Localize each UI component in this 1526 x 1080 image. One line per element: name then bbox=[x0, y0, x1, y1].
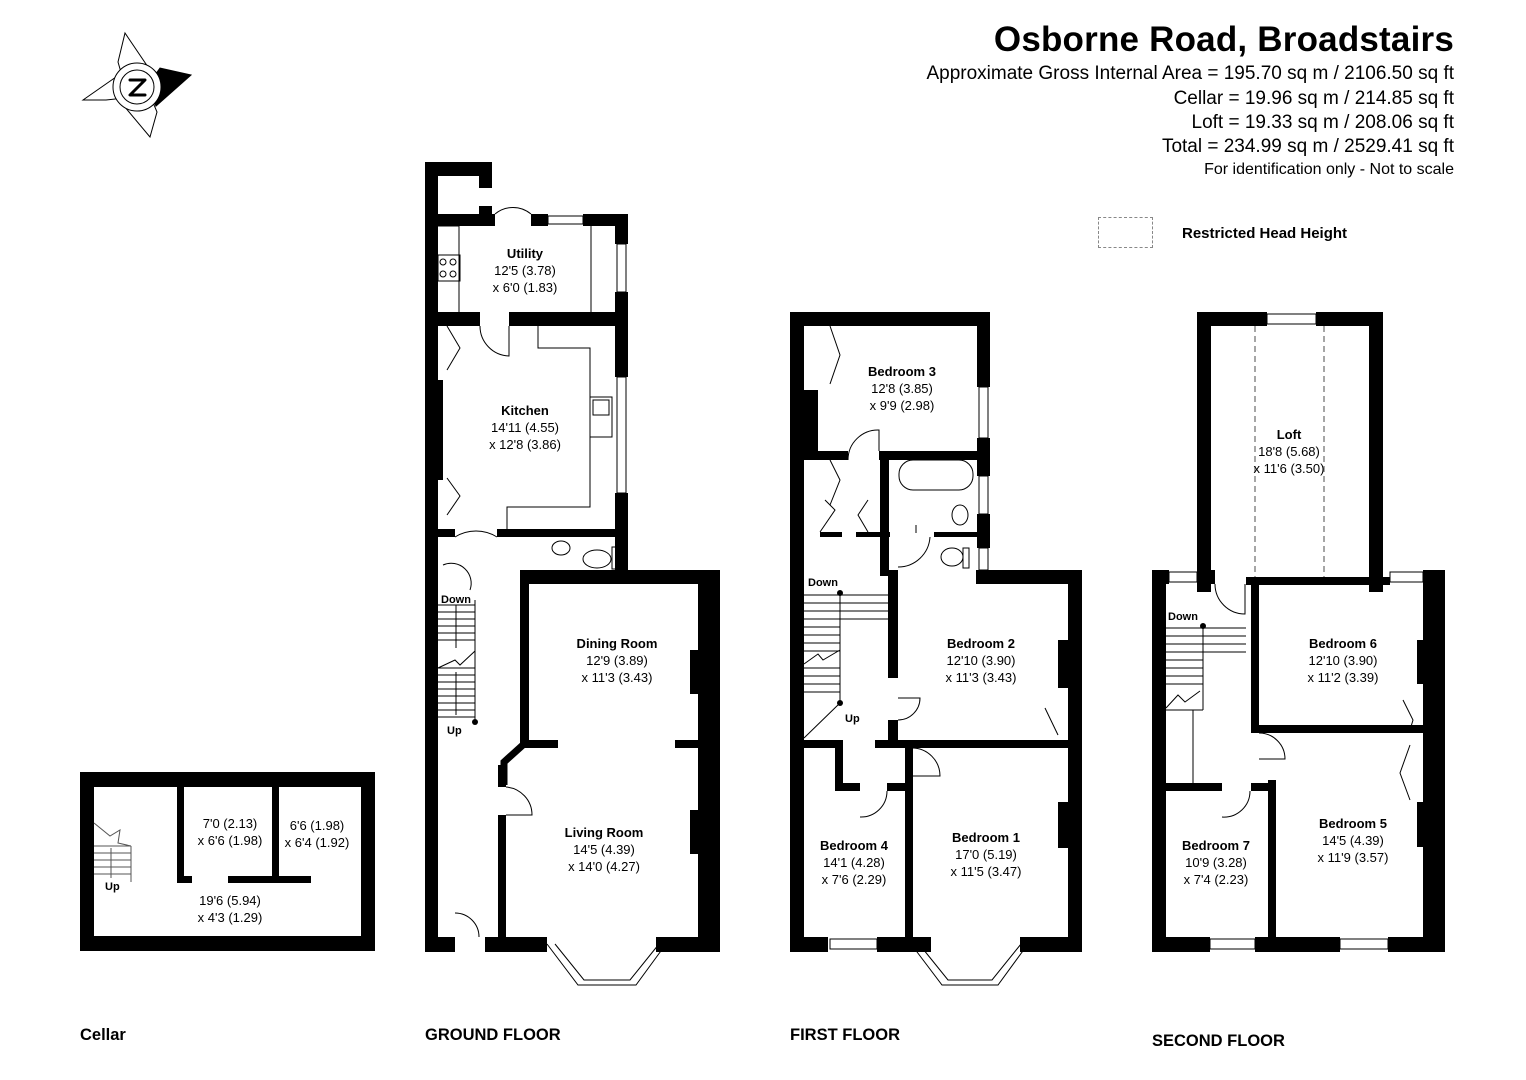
legend-label: Restricted Head Height bbox=[1182, 225, 1348, 242]
room-dim-1: 14'11 (4.55) bbox=[490, 420, 560, 435]
room-dim-2: x 11'3 (3.43) bbox=[581, 670, 653, 685]
gross-internal-area: Approximate Gross Internal Area = 195.70… bbox=[926, 63, 1454, 84]
room-dim-2: x 7'6 (2.29) bbox=[821, 872, 887, 887]
room-name: Bedroom 3 bbox=[868, 364, 936, 379]
cellar-room-1: 7'0 (2.13) x 6'6 (1.98) bbox=[198, 815, 263, 849]
room-name: Loft bbox=[1276, 427, 1302, 442]
room-dim-1: 18'8 (5.68) bbox=[1258, 444, 1320, 459]
room-dim-1: 19'6 (5.94) bbox=[199, 893, 261, 908]
room-loft: Loft 18'8 (5.68) x 11'6 (3.50) bbox=[1254, 426, 1325, 477]
room-dim-2: x 11'5 (3.47) bbox=[950, 864, 1022, 879]
room-utility: Utility 12'5 (3.78) x 6'0 (1.83) bbox=[493, 245, 558, 296]
cellar-room-3: 19'6 (5.94) x 4'3 (1.29) bbox=[198, 892, 263, 926]
room-dim-1: 12'9 (3.89) bbox=[586, 653, 648, 668]
room-name: Bedroom 7 bbox=[1182, 838, 1250, 853]
room-name: Bedroom 1 bbox=[952, 830, 1020, 845]
room-dim-1: 14'1 (4.28) bbox=[823, 855, 885, 870]
room-name: Bedroom 2 bbox=[947, 636, 1015, 651]
room-dim-2: x 12'8 (3.86) bbox=[489, 437, 561, 452]
ground-stairs-up-label: Up bbox=[447, 725, 462, 737]
room-dim-2: x 9'9 (2.98) bbox=[869, 398, 935, 413]
scale-disclaimer: For identification only - Not to scale bbox=[1204, 161, 1454, 178]
room-dim-2: x 14'0 (4.27) bbox=[568, 859, 640, 874]
restricted-head-height-lines bbox=[1254, 326, 1325, 577]
room-dim-1: 12'8 (3.85) bbox=[871, 381, 933, 396]
property-title: Osborne Road, Broadstairs bbox=[993, 20, 1454, 59]
cellar-area: Cellar = 19.96 sq m / 214.85 sq ft bbox=[1173, 88, 1454, 109]
room-dim-2: x 11'3 (3.43) bbox=[945, 670, 1017, 685]
room-dim-1: 6'6 (1.98) bbox=[289, 818, 345, 833]
room-name: Kitchen bbox=[501, 403, 549, 418]
room-name: Bedroom 5 bbox=[1319, 816, 1387, 831]
room-living-room: Living Room 14'5 (4.39) x 14'0 (4.27) bbox=[565, 824, 644, 875]
cellar-stairs bbox=[93, 822, 132, 882]
room-dim-1: 14'5 (4.39) bbox=[1322, 833, 1384, 848]
second-stairs-down-label: Down bbox=[1168, 611, 1198, 623]
floor-label-first: FIRST FLOOR bbox=[790, 1026, 900, 1044]
room-dim-1: 10'9 (3.28) bbox=[1185, 855, 1247, 870]
room-bedroom-7: Bedroom 7 10'9 (3.28) x 7'4 (2.23) bbox=[1182, 837, 1250, 888]
room-dim-2: x 6'0 (1.83) bbox=[492, 280, 558, 295]
room-dim-2: x 11'9 (3.57) bbox=[1317, 850, 1389, 865]
room-dim-1: 7'0 (2.13) bbox=[202, 816, 258, 831]
room-name: Utility bbox=[506, 246, 544, 261]
floor-label-ground: GROUND FLOOR bbox=[425, 1026, 561, 1044]
room-kitchen: Kitchen 14'11 (4.55) x 12'8 (3.86) bbox=[489, 402, 561, 453]
room-name: Living Room bbox=[564, 825, 644, 840]
room-name: Bedroom 6 bbox=[1309, 636, 1377, 651]
room-dim-2: x 4'3 (1.29) bbox=[197, 910, 263, 925]
room-dining-room: Dining Room 12'9 (3.89) x 11'3 (3.43) bbox=[577, 635, 658, 686]
first-floor-walls bbox=[790, 312, 1082, 952]
floor-label-cellar: Cellar bbox=[80, 1026, 126, 1044]
ground-floor-details bbox=[437, 207, 699, 986]
room-bedroom-3: Bedroom 3 12'8 (3.85) x 9'9 (2.98) bbox=[868, 363, 936, 414]
cellar-walls bbox=[80, 772, 375, 951]
second-floor-walls bbox=[1152, 312, 1445, 952]
room-dim-2: x 11'2 (3.39) bbox=[1307, 670, 1379, 685]
room-name: Bedroom 4 bbox=[820, 838, 888, 853]
room-dim-2: x 11'6 (3.50) bbox=[1253, 461, 1325, 476]
second-floor-details bbox=[1165, 313, 1424, 950]
first-stairs-down-label: Down bbox=[808, 577, 838, 589]
first-stairs-up-label: Up bbox=[845, 713, 860, 725]
room-bedroom-4: Bedroom 4 14'1 (4.28) x 7'6 (2.29) bbox=[820, 837, 888, 888]
north-compass-icon bbox=[81, 31, 193, 139]
room-dim-2: x 6'6 (1.98) bbox=[197, 833, 263, 848]
room-dim-2: x 7'4 (2.23) bbox=[1183, 872, 1249, 887]
room-dim-1: 14'5 (4.39) bbox=[573, 842, 635, 857]
room-bedroom-6: Bedroom 6 12'10 (3.90) x 11'2 (3.39) bbox=[1308, 635, 1379, 686]
loft-area: Loft = 19.33 sq m / 208.06 sq ft bbox=[1191, 112, 1454, 133]
room-name: Dining Room bbox=[576, 636, 658, 651]
dashed-rectangle-icon bbox=[1098, 217, 1153, 248]
room-bedroom-1: Bedroom 1 17'0 (5.19) x 11'5 (3.47) bbox=[951, 829, 1022, 880]
ground-stairs-down-label: Down bbox=[441, 594, 471, 606]
room-dim-1: 12'10 (3.90) bbox=[1308, 653, 1378, 668]
room-bedroom-5: Bedroom 5 14'5 (4.39) x 11'9 (3.57) bbox=[1318, 815, 1389, 866]
room-dim-1: 17'0 (5.19) bbox=[955, 847, 1017, 862]
room-dim-1: 12'5 (3.78) bbox=[494, 263, 556, 278]
total-area: Total = 234.99 sq m / 2529.41 sq ft bbox=[1161, 136, 1454, 157]
first-floor-details bbox=[803, 325, 1059, 986]
room-dim-1: 12'10 (3.90) bbox=[946, 653, 1016, 668]
room-bedroom-2: Bedroom 2 12'10 (3.90) x 11'3 (3.43) bbox=[946, 635, 1017, 686]
ground-floor-walls bbox=[425, 162, 720, 952]
floor-label-second: SECOND FLOOR bbox=[1152, 1032, 1285, 1050]
cellar-room-2: 6'6 (1.98) x 6'4 (1.92) bbox=[285, 817, 350, 851]
cellar-stairs-up-label: Up bbox=[105, 881, 120, 893]
room-dim-2: x 6'4 (1.92) bbox=[284, 835, 350, 850]
